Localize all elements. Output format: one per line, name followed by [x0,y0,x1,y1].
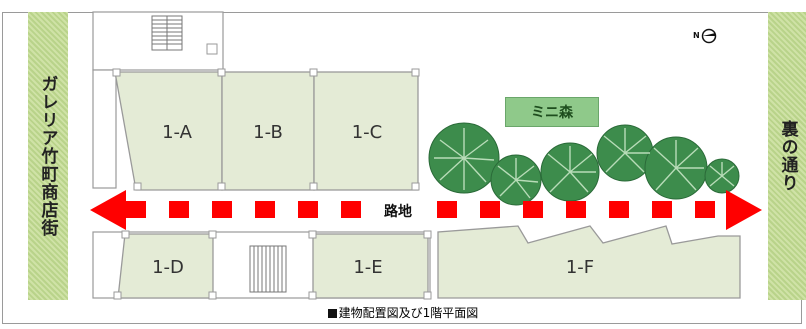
tree-cluster [428,122,740,206]
arrow-dash [566,201,586,218]
arrow-dash [523,201,543,218]
arrow-dash [126,201,146,218]
tree-icon [428,122,740,206]
stair-bottom-icon [249,245,287,293]
caption: 建物配置図及び1階平面図 [0,304,806,321]
unit-1-C [313,71,419,191]
alley-arrow [90,190,762,230]
column-square [206,43,218,55]
core-block-top-lower [92,69,117,189]
north-label: N [693,31,700,40]
street-band-right: 裏の通り [768,12,806,300]
upper-columns [112,68,420,191]
unit-label-1-A: 1-A [162,122,193,143]
tree-pattern [434,128,735,199]
arrow-head-right [726,190,762,230]
unit-label-1-B: 1-B [253,122,283,143]
arrow-dash [695,201,715,218]
arrow-dash [169,201,189,218]
street-label-left: ガレリア竹町商店街 [37,75,58,237]
mini-forest-label: ミニ森 [505,97,599,127]
unit-label-1-F: 1-F [566,257,594,278]
caption-text: 建物配置図及び1階平面図 [338,306,479,320]
unit-1-F [437,225,741,299]
street-band-left: ガレリア竹町商店街 [28,12,68,300]
arrow-dash [437,201,457,218]
unit-label-1-C: 1-C [352,122,383,143]
arrow-dash [212,201,232,218]
stair-top-icon [151,15,183,51]
arrow-head-left [90,190,126,230]
alley-label: 路地 [384,204,412,220]
arrow-dash [609,201,629,218]
arrow-dash [341,201,361,218]
unit-label-1-D: 1-D [152,257,184,278]
caption-bullet-icon [327,309,337,318]
arrow-dash [255,201,275,218]
arrow-dash [652,201,672,218]
street-label-right: 裏の通り [777,120,798,192]
lower-columns [113,230,432,300]
arrow-dash [480,201,500,218]
arrow-dash [298,201,318,218]
unit-label-1-E: 1-E [353,257,382,278]
unit-1-E [312,233,429,299]
north-arrow-icon [701,28,717,44]
